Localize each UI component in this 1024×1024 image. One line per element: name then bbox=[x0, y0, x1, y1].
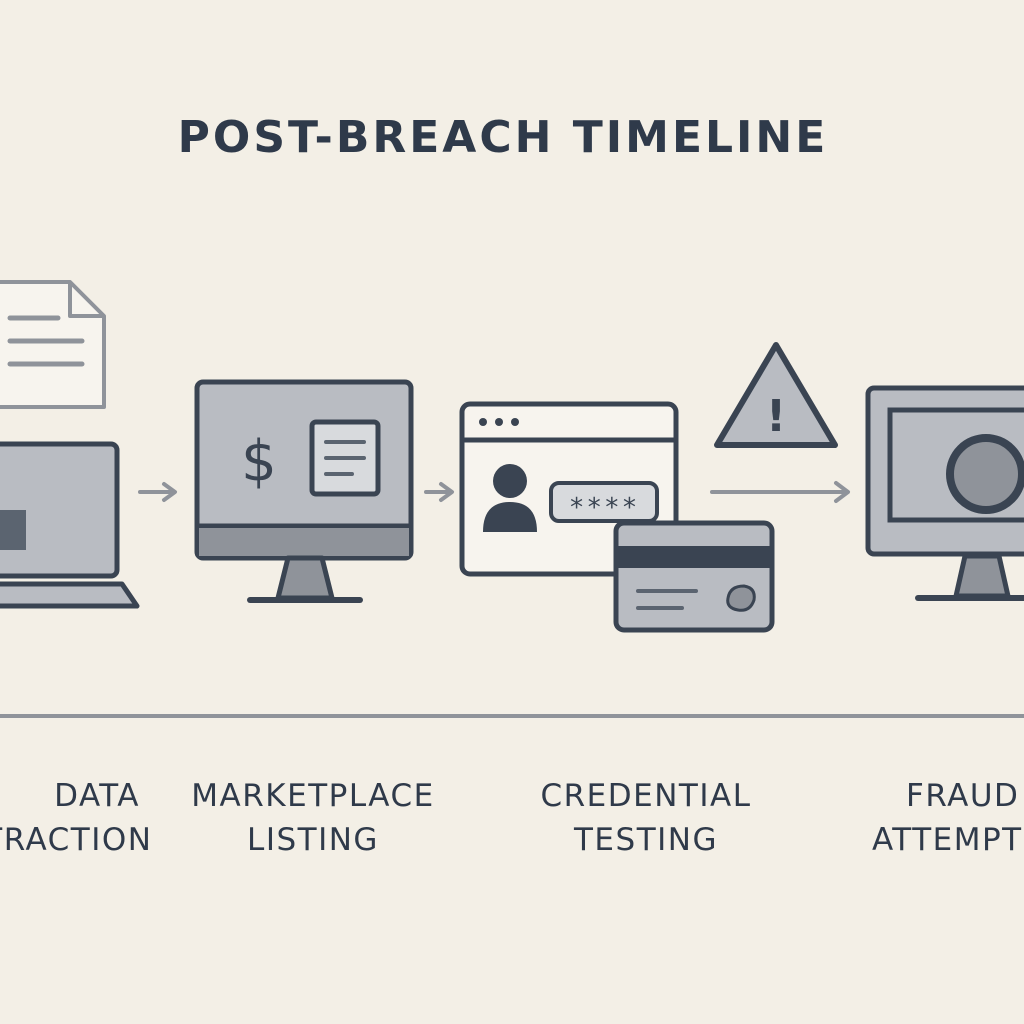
warning-mark: ! bbox=[766, 391, 786, 442]
document-icon bbox=[309, 419, 381, 497]
monitor-dollar-icon: $ bbox=[194, 379, 414, 603]
diagram-title: POST-BREACH TIMELINE bbox=[177, 112, 829, 163]
warning-icon: ! bbox=[714, 342, 838, 448]
credit-card-icon bbox=[613, 520, 775, 633]
laptop-document-icon bbox=[0, 280, 140, 609]
password-mask: **** bbox=[569, 493, 640, 523]
document-icon bbox=[0, 280, 106, 409]
password-field-icon: **** bbox=[549, 481, 659, 523]
stage-label-data-extraction: DATA EXTRACTION bbox=[0, 778, 153, 858]
user-avatar-icon bbox=[483, 464, 537, 532]
stage-label-credential-testing: CREDENTIAL TESTING bbox=[540, 778, 752, 858]
laptop-icon bbox=[0, 441, 140, 609]
arrow-icon bbox=[710, 481, 850, 503]
arrow-icon bbox=[138, 482, 177, 502]
stage-label-fraud-attempts: FRAUD ATTEMPTS bbox=[872, 778, 1024, 858]
monitor-magnifier-icon bbox=[865, 385, 1024, 601]
dollar-icon: $ bbox=[241, 429, 277, 494]
arrow-icon bbox=[424, 482, 454, 502]
browser-login-card-icon: **** bbox=[459, 401, 775, 633]
stage-label-marketplace-listing: MARKETPLACE LISTING bbox=[191, 778, 435, 858]
